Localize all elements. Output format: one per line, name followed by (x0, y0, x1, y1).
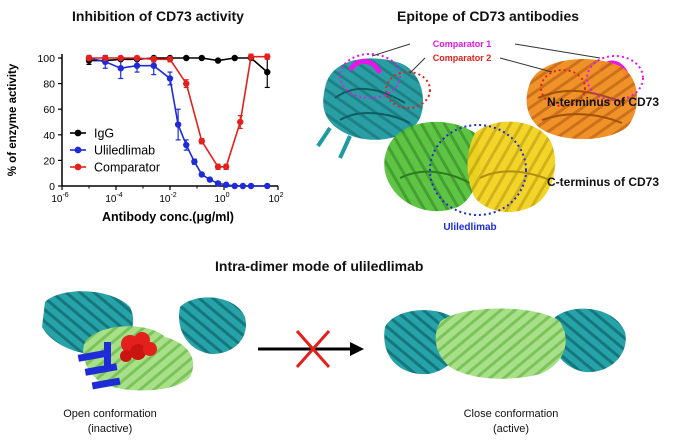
comparator1-epitope-right (586, 55, 644, 101)
legend-marker (74, 163, 82, 171)
active-site-spheres (120, 332, 157, 362)
legend-marker (74, 146, 82, 154)
y-axis-label: % of enzyme activity (7, 63, 19, 176)
comparator1-label: Comparator 1 (433, 39, 492, 49)
data-point (231, 54, 238, 62)
data-point (264, 53, 271, 60)
data-point (247, 53, 255, 60)
pointer-line (514, 43, 601, 59)
close-conformation-label: Close conformation (463, 408, 559, 420)
close-conformation-structure (384, 308, 626, 379)
blocked-x-icon (295, 330, 331, 368)
data-point (174, 121, 182, 128)
x-tick-label: 100 (214, 192, 229, 205)
data-point (133, 62, 141, 69)
x-tick-exponent: -4 (116, 192, 122, 199)
y-tick-label: 20 (43, 155, 55, 167)
data-point (198, 171, 205, 178)
data-point (150, 62, 157, 69)
chart-title: Inhibition of CD73 activity (72, 8, 244, 24)
data-point (206, 176, 214, 183)
data-point (237, 118, 244, 126)
data-point (222, 181, 230, 188)
comparator2-epitope-right (540, 69, 586, 107)
chart-series (85, 53, 271, 190)
n-terminal-domain-left (316, 58, 424, 159)
data-point (198, 54, 205, 62)
data-point (214, 163, 222, 170)
data-point (183, 141, 190, 149)
data-point (85, 54, 93, 62)
data-point (214, 180, 222, 187)
y-tick-label: 100 (37, 53, 55, 65)
uliledlimab-epitope (429, 124, 527, 216)
y-tick-label: 60 (43, 104, 55, 116)
data-point (102, 54, 109, 62)
data-point (247, 182, 255, 190)
x-tick-label: 10-4 (105, 192, 122, 205)
open-conformation-state: (inactive) (87, 423, 133, 435)
c-terminus-label: C-terminus of CD73 (547, 175, 659, 189)
data-point (166, 75, 174, 82)
c-terminal-domain-yellow (467, 121, 556, 213)
pointer-line (499, 57, 553, 73)
data-point (166, 56, 174, 63)
uliledlimab-bound-marker (77, 342, 121, 390)
x-tick-exponent: -6 (62, 192, 68, 199)
data-point (133, 54, 141, 62)
data-point (191, 158, 198, 165)
data-point (222, 163, 230, 170)
data-point (264, 182, 271, 190)
legend-label: Comparator (94, 161, 160, 175)
data-point (183, 54, 190, 62)
epitope-title: Epitope of CD73 antibodies (397, 8, 580, 24)
n-terminal-domain-right (526, 59, 638, 140)
blocked-transition-arrow (258, 342, 364, 356)
x-tick-exponent: 0 (226, 192, 230, 199)
conformation-figure (42, 291, 626, 391)
data-point (117, 65, 124, 72)
x-tick-exponent: 2 (280, 192, 284, 199)
data-point (150, 56, 157, 63)
pointer-line (409, 57, 426, 74)
bottom-title: Intra-dimer mode of uliledlimab (215, 258, 424, 274)
data-point (239, 182, 247, 190)
pointer-line (371, 43, 411, 57)
close-conformation-state: (active) (492, 423, 530, 435)
data-point (183, 80, 190, 87)
epitope-structure-figure: Comparator 1 Comparator 2 N-terminus of … (316, 39, 659, 233)
y-tick-label: 80 (43, 79, 55, 91)
series-line (89, 57, 268, 73)
n-terminus-label: N-terminus of CD73 (547, 95, 659, 109)
uliledlimab-epitope-label: Uliledlimab (443, 222, 496, 233)
comparator1-epitope-left (339, 53, 401, 99)
c-terminal-domain-green (384, 121, 480, 212)
y-tick-label: 40 (43, 130, 55, 142)
x-tick-label: 10-6 (51, 192, 68, 205)
x-tick-label: 10-2 (159, 192, 176, 205)
data-point (117, 54, 124, 62)
legend-marker (74, 129, 82, 137)
x-tick-label: 102 (268, 192, 283, 205)
data-point (231, 182, 238, 190)
x-tick-exponent: -2 (170, 192, 176, 199)
x-axis-label: Antibody conc.(μg/ml) (102, 210, 234, 224)
open-conformation-label: Open conformation (63, 408, 157, 420)
data-point (198, 138, 205, 145)
data-point (214, 57, 222, 64)
legend-label: Uliledlimab (94, 144, 155, 158)
y-tick-label: 0 (49, 181, 55, 193)
data-point (264, 68, 271, 76)
comparator2-epitope-left (385, 71, 431, 109)
magenta-epitope-left (347, 58, 383, 75)
legend-label: IgG (94, 127, 114, 141)
comparator2-label: Comparator 2 (433, 53, 492, 63)
open-conformation-structure (42, 291, 246, 391)
